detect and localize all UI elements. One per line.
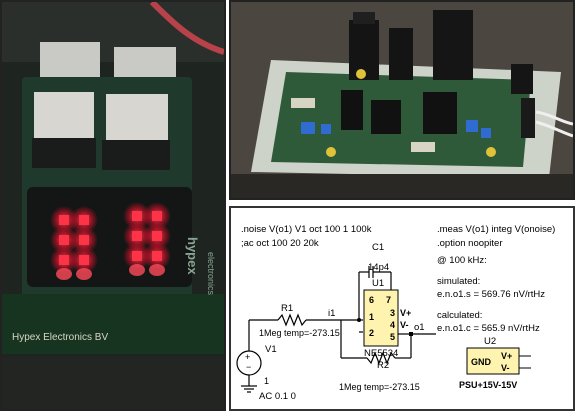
v1-minus-sign: − <box>246 362 251 372</box>
u1-pin6: 6 <box>369 295 374 305</box>
amplifier-module-illustration: Hypex Electronics BV hypex electronics <box>2 2 224 409</box>
transistor-tab-left <box>40 42 100 82</box>
r2-value: 1Meg temp=-273.15 <box>339 382 420 392</box>
noise-directive: .noise V(o1) V1 oct 100 1 100k <box>241 224 372 235</box>
u1-pin7: 7 <box>386 295 391 305</box>
net-i1-label: i1 <box>328 308 335 319</box>
u1-pin1: 1 <box>369 312 374 322</box>
transistor-left <box>34 92 94 138</box>
c1-value: 14p4 <box>368 262 389 273</box>
r1-name: R1 <box>281 303 293 314</box>
pcb-heatsink-photo <box>229 0 575 200</box>
u1-vplus-label: V+ <box>400 308 411 318</box>
simulated-value: e.n.o1.s = 569.76 nV/rtHz <box>437 289 545 300</box>
v1-plus-sign: + <box>245 352 250 362</box>
driver-chip-right <box>102 140 170 170</box>
noise-simulation-schematic: .noise V(o1) V1 oct 100 1 100k ;ac oct 1… <box>229 206 575 411</box>
board-label: Hypex Electronics BV <box>12 332 108 343</box>
meas-directive: .meas V(o1) integ V(onoise) <box>437 224 555 235</box>
u1-opamp-block <box>363 289 399 347</box>
calculated-heading: calculated: <box>437 310 482 321</box>
u2-psu-block <box>466 347 520 375</box>
main-board <box>2 294 224 354</box>
v1-name: V1 <box>265 344 277 355</box>
u1-vminus-label: V- <box>400 320 409 330</box>
u1-pin4: 4 <box>390 320 395 330</box>
red-wire <box>149 2 224 55</box>
heatsinks <box>341 10 473 134</box>
simulated-heading: simulated: <box>437 276 480 287</box>
c1-name: C1 <box>372 242 384 253</box>
schematic-drawing: .noise V(o1) V1 oct 100 1 100k ;ac oct 1… <box>236 224 555 402</box>
voltage-source-v1 <box>236 350 262 376</box>
transistor-right <box>106 94 168 140</box>
pcb-illustration <box>231 2 573 198</box>
u1-pin2: 2 <box>369 328 374 338</box>
amplifier-module-photo: Hypex Electronics BV hypex electronics <box>0 0 226 411</box>
led-indicators <box>50 202 171 280</box>
v1-value: AC 0.1 0 <box>259 391 296 402</box>
u1-name: U1 <box>372 278 384 289</box>
driver-chip-left <box>32 138 96 168</box>
u2-part: PSU+15V-15V <box>459 380 517 390</box>
ac-directive: ;ac oct 100 20 20k <box>241 238 319 249</box>
u2-vplus-label: V+ <box>501 351 512 361</box>
option-directive: .option noopiter <box>437 238 503 249</box>
calculated-value: e.n.o1.c = 565.9 nV/rtHz <box>437 323 540 334</box>
brand-vertical-text: hypex <box>185 237 200 275</box>
output-node <box>409 332 413 336</box>
u2-vminus-label: V- <box>501 363 510 373</box>
junction-dot <box>357 318 361 322</box>
brand-sub-text: electronics <box>206 252 216 296</box>
r2-name: R2 <box>377 360 389 371</box>
u2-gnd-label: GND <box>471 357 492 367</box>
u2-name: U2 <box>484 336 496 347</box>
v1-pin-label: 1 <box>264 376 269 386</box>
net-o1-label: o1 <box>414 322 425 333</box>
components <box>291 64 573 157</box>
u1-pin3: 3 <box>390 308 395 318</box>
frequency-label: @ 100 kHz: <box>437 255 487 266</box>
u1-part: NE5534 <box>364 348 398 359</box>
u1-pin5: 5 <box>390 332 395 342</box>
schematic-wires <box>241 266 436 393</box>
r1-value: 1Meg temp=-273.15 <box>259 328 340 338</box>
